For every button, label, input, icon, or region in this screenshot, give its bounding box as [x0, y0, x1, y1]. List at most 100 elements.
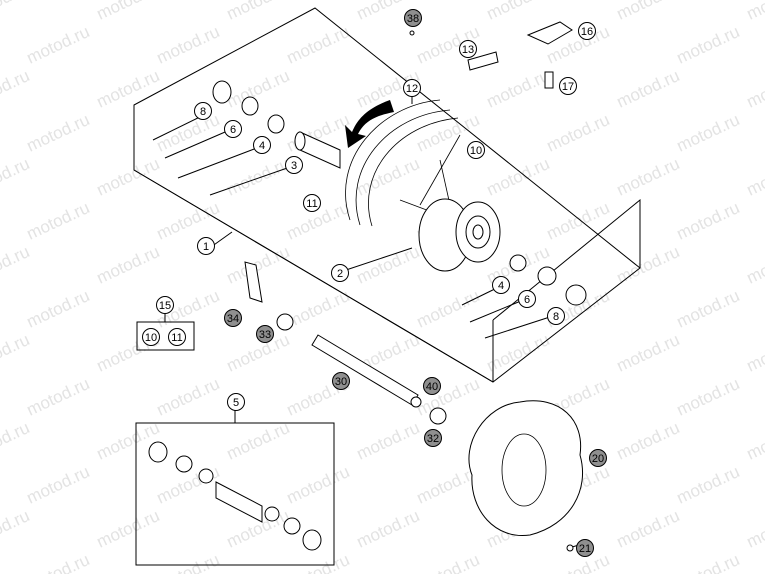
watermark-text: motod.ru — [94, 154, 163, 200]
callout-21: 21 — [576, 539, 594, 557]
seal-ring-8-top — [212, 80, 232, 104]
axle-parts — [244, 261, 447, 425]
callout-17: 17 — [559, 77, 577, 95]
callout-40: 40 — [423, 377, 441, 395]
callout-circle — [518, 290, 536, 308]
watermark-text: motod.ru — [0, 0, 32, 24]
callout-label: 2 — [337, 268, 343, 280]
callout-label: 16 — [581, 26, 593, 38]
callout-circle — [142, 328, 160, 346]
watermark-text: motod.ru — [154, 550, 223, 574]
callout-circle — [303, 194, 321, 212]
bearing-parts-right — [509, 254, 587, 306]
watermark-text: motod.ru — [744, 242, 765, 288]
callout-16: 16 — [578, 22, 596, 40]
callout-circle — [589, 449, 607, 467]
watermark-text: motod.ru — [414, 374, 483, 420]
ring-40 — [410, 396, 422, 408]
bearing-kit-box-5 — [135, 410, 335, 566]
watermark-text: motod.ru — [284, 462, 353, 508]
callout-6: 6 — [518, 290, 536, 308]
watermark-text: motod.ru — [484, 330, 553, 376]
watermark-text: motod.ru — [544, 198, 613, 244]
watermark-text: motod.ru — [484, 154, 553, 200]
watermark-text: motod.ru — [614, 0, 683, 24]
seal-ring-8-right — [565, 284, 587, 306]
callout-30: 30 — [332, 372, 350, 390]
callout-circle — [168, 328, 186, 346]
watermark-text: motod.ru — [154, 198, 223, 244]
watermark-text: motod.ru — [24, 110, 93, 156]
callout-circle — [404, 9, 422, 27]
watermark-text: motod.ru — [674, 374, 743, 420]
rim-12 — [345, 99, 459, 227]
callout-circle — [197, 237, 215, 255]
panel-front-edge — [133, 169, 494, 383]
callout-circle — [576, 539, 594, 557]
watermark-text: motod.ru — [614, 66, 683, 112]
callout-2: 2 — [331, 264, 349, 282]
callout-10: 10 — [142, 328, 160, 346]
direction-arrow — [345, 100, 394, 148]
watermark-text: motod.ru — [94, 0, 163, 24]
watermark-text: motod.ru — [414, 550, 483, 574]
watermark-text: motod.ru — [0, 418, 32, 464]
callout-label: 11 — [171, 332, 182, 344]
callout-12: 12 — [403, 79, 421, 97]
watermark-text: motod.ru — [94, 506, 163, 552]
watermark-text: motod.ru — [484, 66, 553, 112]
hub-2 — [418, 198, 501, 272]
callout-circle — [256, 325, 274, 343]
callout-32: 32 — [424, 429, 442, 447]
watermark-text: motod.ru — [284, 22, 353, 68]
watermark-text: motod.ru — [24, 374, 93, 420]
watermark-text: motod.ru — [24, 22, 93, 68]
callout-11: 11 — [303, 194, 321, 212]
watermark-text: motod.ru — [674, 462, 743, 508]
guard-16 — [526, 21, 573, 45]
watermark-text: motod.ru — [674, 110, 743, 156]
callout-label: 40 — [426, 381, 438, 393]
watermark-text: motod.ru — [354, 506, 423, 552]
watermark-text: motod.ru — [414, 286, 483, 332]
watermark-text: motod.ru — [24, 198, 93, 244]
callout-label: 12 — [406, 83, 418, 95]
watermark-text: motod.ru — [674, 550, 743, 574]
watermark-text: motod.ru — [154, 110, 223, 156]
callout-label: 30 — [335, 376, 347, 388]
assembly-panel-outline — [133, 7, 641, 383]
callout-label: 34 — [227, 313, 239, 325]
callout-label: 17 — [562, 81, 574, 93]
watermark-text: motod.ru — [614, 330, 683, 376]
nut-32 — [429, 407, 447, 425]
bearing-4-top — [267, 114, 285, 134]
callout-11: 11 — [168, 328, 186, 346]
callout-label: 11 — [306, 198, 317, 210]
watermark-text: motod.ru — [614, 506, 683, 552]
callout-4: 4 — [492, 276, 510, 294]
callout-circle — [224, 309, 242, 327]
callout-circle — [424, 429, 442, 447]
spacer-6-right — [537, 266, 557, 286]
callout-label: 3 — [291, 160, 297, 172]
watermark-text: motod.ru — [674, 22, 743, 68]
watermark-text: motod.ru — [24, 550, 93, 574]
clamp-bolt-34 — [244, 261, 263, 303]
bearing-4-right — [509, 254, 527, 272]
watermark-text: motod.ru — [614, 154, 683, 200]
washer-33 — [276, 313, 294, 331]
watermark-text: motod.ru — [94, 242, 163, 288]
watermark-text: motod.ru — [94, 66, 163, 112]
callout-label: 8 — [553, 311, 559, 323]
callout-label: 21 — [579, 543, 591, 555]
callout-label: 5 — [233, 397, 239, 409]
callout-label: 33 — [259, 329, 271, 341]
watermark-text: motod.ru — [744, 154, 765, 200]
callout-circle — [194, 102, 212, 120]
callout-circle — [547, 307, 565, 325]
watermark-text: motod.ru — [224, 0, 293, 24]
callout-circle — [224, 120, 242, 138]
callout-circle — [331, 264, 349, 282]
watermark-text: motod.ru — [354, 242, 423, 288]
